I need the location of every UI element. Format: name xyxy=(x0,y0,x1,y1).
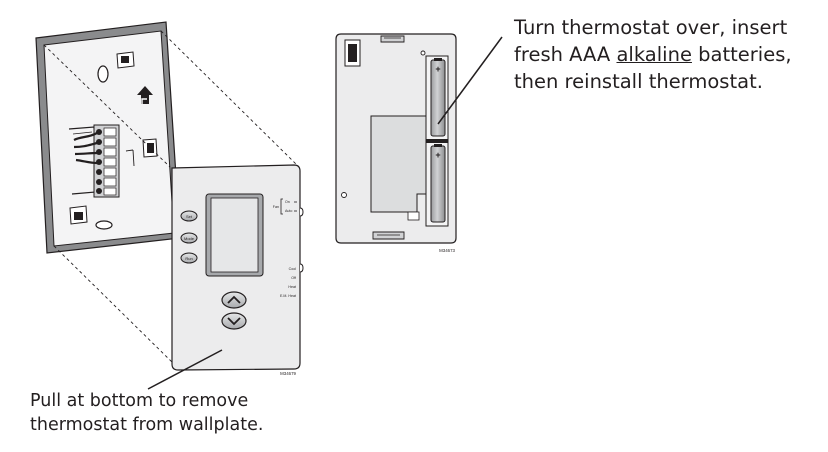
front-figure-code: M34679 xyxy=(280,371,296,376)
system-switch-slider xyxy=(299,263,304,273)
removal-caption-line-1: Pull at bottom to remove xyxy=(30,391,249,411)
battery-leader-line xyxy=(437,36,503,125)
svg-text:E.M. Heat: E.M. Heat xyxy=(280,294,296,298)
svg-text:Mode: Mode xyxy=(184,236,195,241)
battery-caption-line-1: Turn thermostat over, insert xyxy=(514,16,788,39)
alkaline-underlined: alkaline xyxy=(616,43,692,66)
removal-instruction-caption: Pull at bottom to remove thermostat from… xyxy=(30,389,263,437)
svg-text:Fan: Fan xyxy=(273,205,279,209)
set-button[interactable]: Set xyxy=(180,210,198,222)
thermostat-back: + + M34673 xyxy=(335,33,457,253)
fan-switch-slider xyxy=(299,207,304,217)
run-button[interactable]: Run xyxy=(180,252,198,264)
battery-bottom: + xyxy=(430,144,446,223)
svg-text:Off: Off xyxy=(291,276,296,280)
system-switch[interactable]: Cool Off Heat E.M. Heat xyxy=(280,263,304,298)
thermostat-front: Set Mode Run Fan On Auto Cool Off Heat E… xyxy=(171,164,304,376)
battery-caption-line-2: fresh AAA alkaline batteries, xyxy=(514,43,792,66)
svg-text:Auto: Auto xyxy=(285,209,292,213)
temp-down-button[interactable] xyxy=(221,312,247,330)
projection-lines xyxy=(43,30,298,367)
wallplate xyxy=(35,21,181,254)
chevron-down-icon xyxy=(227,317,241,326)
mode-button[interactable]: Mode xyxy=(180,232,198,244)
pull-leader-line xyxy=(147,349,223,390)
svg-text:Run: Run xyxy=(185,256,192,261)
svg-text:+: + xyxy=(435,64,440,74)
terminal-block xyxy=(73,124,120,198)
battery-caption-line-3: then reinstall thermostat. xyxy=(514,70,763,93)
battery-top: + xyxy=(430,58,446,137)
removal-caption-line-2: thermostat from wallplate. xyxy=(30,415,264,435)
wallplate-screw-slot xyxy=(97,65,109,83)
chevron-up-icon xyxy=(227,295,241,304)
svg-text:Cool: Cool xyxy=(289,267,297,271)
svg-text:On: On xyxy=(285,200,290,204)
back-figure-code: M34673 xyxy=(439,248,455,253)
up-arrow-icon xyxy=(137,86,153,104)
svg-text:Heat: Heat xyxy=(288,285,296,289)
lcd-display xyxy=(210,197,259,273)
svg-text:Set: Set xyxy=(186,214,193,219)
fan-switch[interactable]: Fan On Auto xyxy=(273,198,304,217)
temp-up-button[interactable] xyxy=(221,291,247,309)
battery-instruction-caption: Turn thermostat over, insert fresh AAA a… xyxy=(514,14,792,95)
svg-text:+: + xyxy=(435,150,440,160)
